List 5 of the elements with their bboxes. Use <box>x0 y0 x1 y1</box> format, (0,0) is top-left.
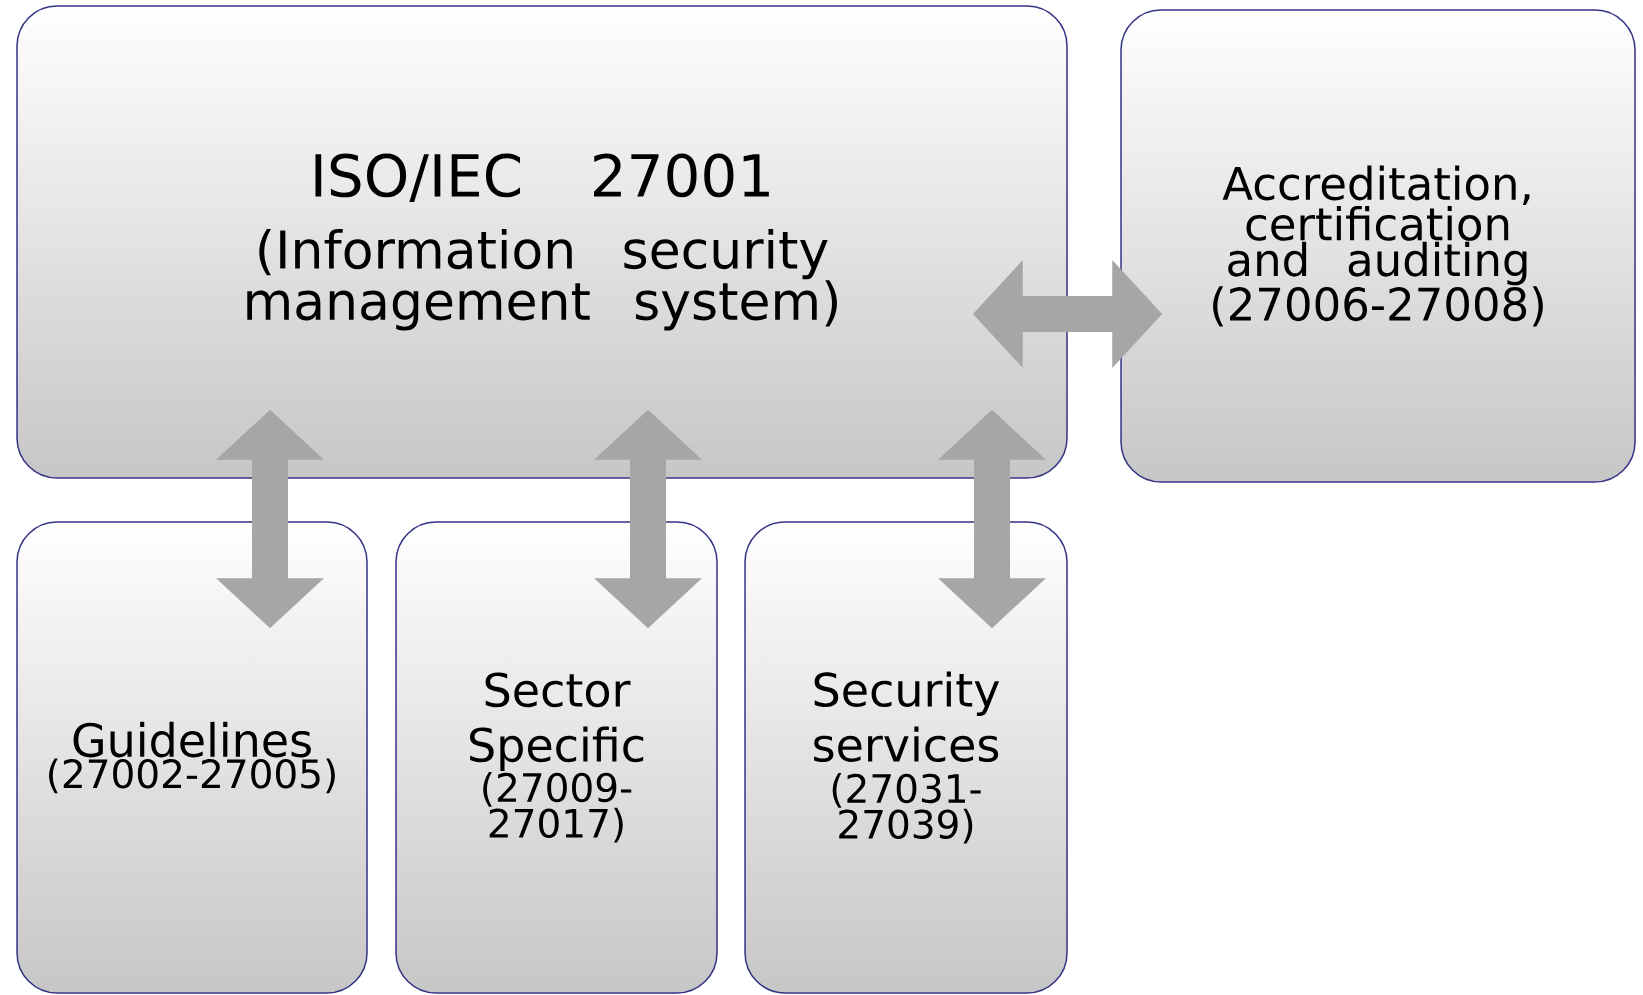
process-box: Accreditation, certification and auditing (27006-27008) <box>1120 9 1636 483</box>
process-box: Guidelines (27002-27005) <box>16 521 368 994</box>
process-box: ISO/IEC 27001 (Information security management system) <box>16 5 1068 479</box>
process-box: Sector Specific (27009-27017) <box>395 521 718 994</box>
process-box: Security services (27031-27039) <box>744 521 1068 994</box>
